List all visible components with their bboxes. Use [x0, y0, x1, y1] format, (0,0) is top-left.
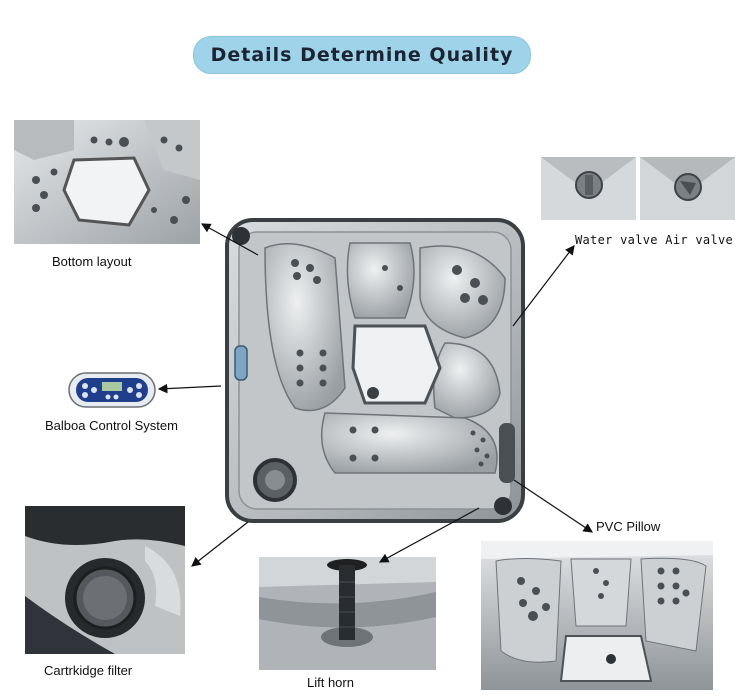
lift-horn-label: Lift horn	[307, 675, 354, 690]
page-title: Details Determine Quality	[210, 44, 514, 66]
hot-tub-top-view	[225, 218, 525, 523]
arrow-icon	[191, 521, 249, 567]
air-valve-photo	[640, 157, 735, 220]
arrow-icon	[513, 479, 593, 533]
bottom-layout-label: Bottom layout	[52, 254, 132, 269]
bottom-layout-photo	[14, 120, 200, 244]
pillow-label: PVC Pillow	[596, 519, 661, 534]
pvc-pillow-photo	[481, 541, 713, 690]
arrow-icon	[157, 383, 222, 394]
filter-label: Cartrkidge filter	[44, 663, 133, 678]
cartridge-filter-photo	[25, 506, 185, 654]
page-title-banner: Details Determine Quality	[193, 36, 531, 74]
balboa-control-panel-photo	[68, 372, 156, 408]
control-system-label: Balboa Control System	[45, 418, 178, 433]
lift-horn-photo	[259, 557, 436, 670]
water-valve-photo	[541, 157, 636, 220]
valves-label: Water valve Air valve	[575, 233, 734, 247]
